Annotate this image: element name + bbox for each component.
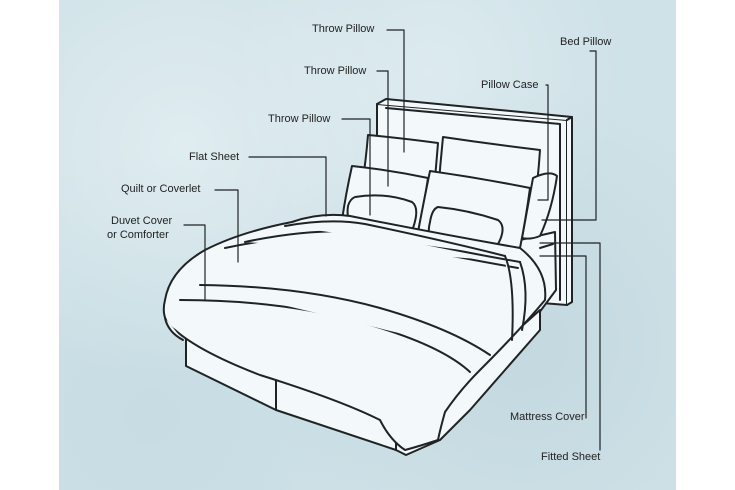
duvet	[162, 213, 547, 451]
leader-mattress-cover	[539, 255, 587, 419]
label-mattress-cover: Mattress Cover	[510, 411, 585, 423]
label-throw-pillow-3: Throw Pillow	[268, 113, 331, 125]
leader-bed-pillow	[541, 50, 597, 221]
leader-lines	[183, 29, 601, 451]
leader-throw-pillow-2	[376, 70, 389, 187]
label-duvet-line1: Duvet Cover	[111, 215, 173, 227]
leader-flat-sheet	[248, 156, 327, 217]
label-throw-pillow-1: Throw Pillow	[312, 23, 375, 35]
leader-quilt	[214, 189, 239, 263]
label-throw-pillow-2: Throw Pillow	[304, 65, 367, 77]
label-quilt: Quilt or Coverlet	[121, 183, 201, 195]
label-fitted-sheet: Fitted Sheet	[541, 451, 601, 463]
leader-throw-pillow-1	[386, 29, 405, 153]
label-duvet-line2: or Comforter	[107, 229, 169, 241]
leader-pillow-case	[537, 84, 549, 201]
label-pillow-case: Pillow Case	[481, 79, 539, 91]
label-flat-sheet: Flat Sheet	[189, 151, 240, 163]
label-bed-pillow: Bed Pillow	[560, 36, 612, 48]
leader-fitted-sheet	[539, 242, 601, 451]
leader-duvet	[183, 224, 206, 301]
leader-throw-pillow-3	[341, 118, 371, 216]
